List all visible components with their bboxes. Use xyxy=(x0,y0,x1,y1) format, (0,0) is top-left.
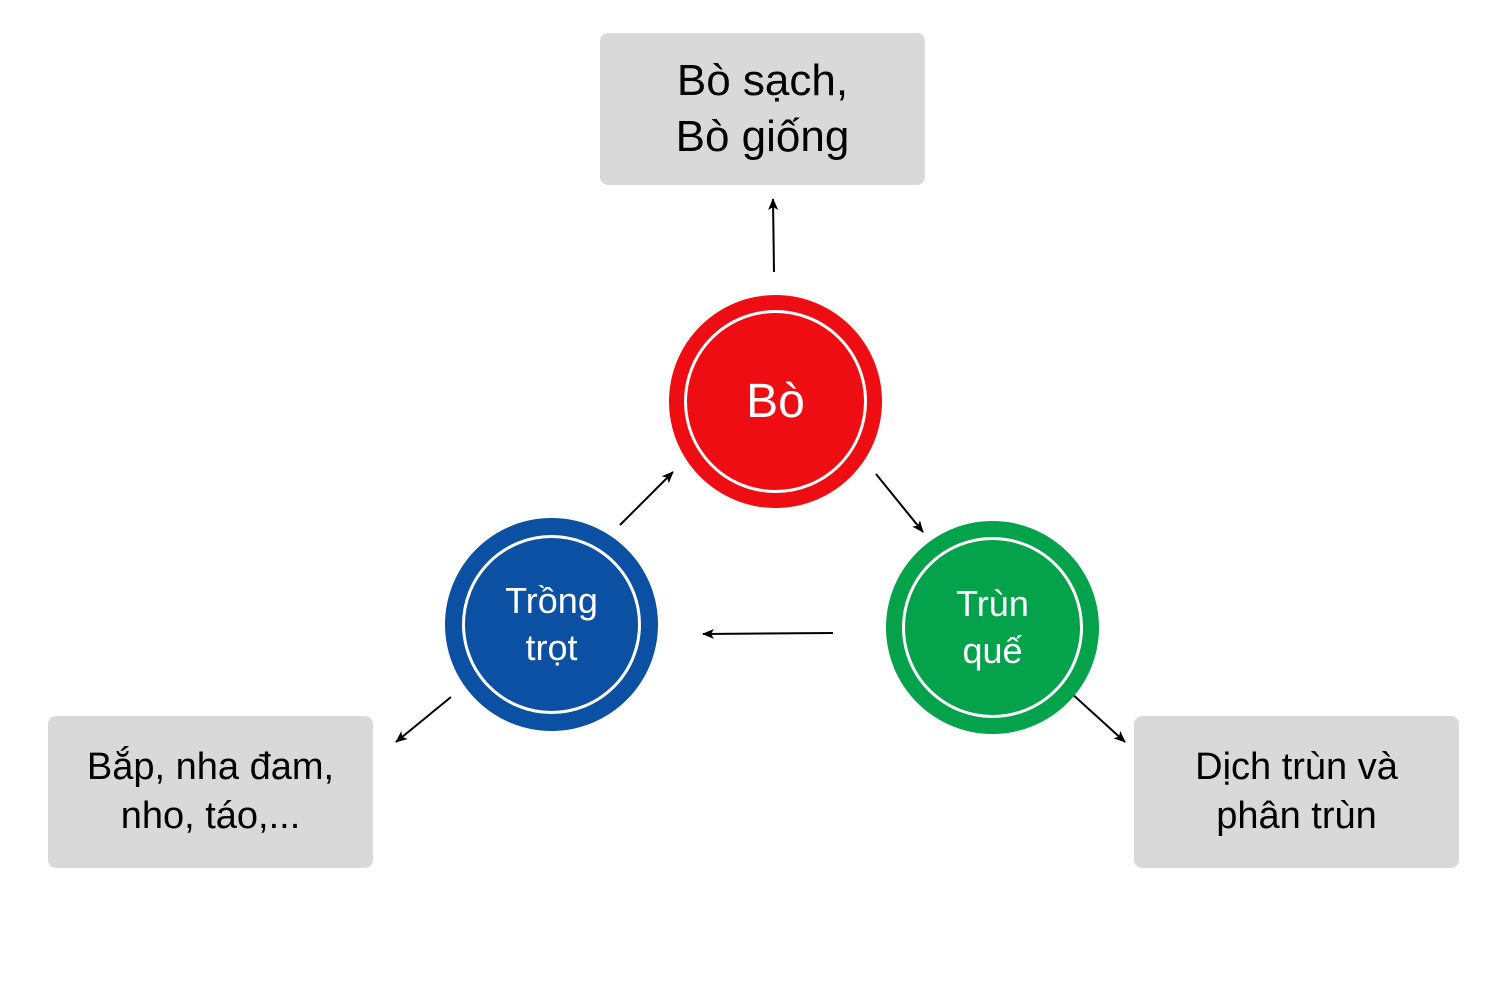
cultivation-node-label-line2: trọt xyxy=(525,626,578,668)
arrow-center-to-right-node xyxy=(875,473,924,533)
left-box-line1: Bắp, nha đam, xyxy=(86,745,335,788)
earthworm-node-ring: Trùn quế xyxy=(902,537,1083,718)
arrow-right-node-to-left-node xyxy=(702,628,834,639)
left-box-line2: nho, táo,... xyxy=(120,795,301,837)
left-output-box: Bắp, nha đam, nho, táo,... xyxy=(48,716,373,868)
earthworm-node-label-line1: Trùn xyxy=(956,582,1029,624)
cultivation-node: Trồng trọt xyxy=(445,518,658,731)
arrow-center-to-top-box xyxy=(768,198,779,273)
cultivation-node-ring: Trồng trọt xyxy=(462,535,641,714)
cultivation-node-label-line1: Trồng xyxy=(505,579,598,621)
earthworm-node-label-line2: quế xyxy=(962,629,1023,671)
top-box-line1: Bò sạch, xyxy=(676,55,849,105)
right-output-box: Dịch trùn và phân trùn xyxy=(1134,716,1459,868)
cattle-node-label: Bò xyxy=(746,375,805,428)
earthworm-node: Trùn quế xyxy=(886,521,1099,734)
top-box-line2: Bò giống xyxy=(675,112,850,161)
right-box-line1: Dịch trùn và xyxy=(1195,745,1398,788)
cattle-node-ring: Bò xyxy=(684,310,867,493)
arrow-left-node-to-center xyxy=(619,471,674,526)
top-output-box: Bò sạch, Bò giống xyxy=(600,33,925,185)
arrow-left-node-to-left-box xyxy=(395,696,452,743)
arrow-right-node-to-right-box xyxy=(1069,691,1126,743)
cattle-node: Bò xyxy=(669,295,882,508)
right-box-line2: phân trùn xyxy=(1216,795,1377,837)
